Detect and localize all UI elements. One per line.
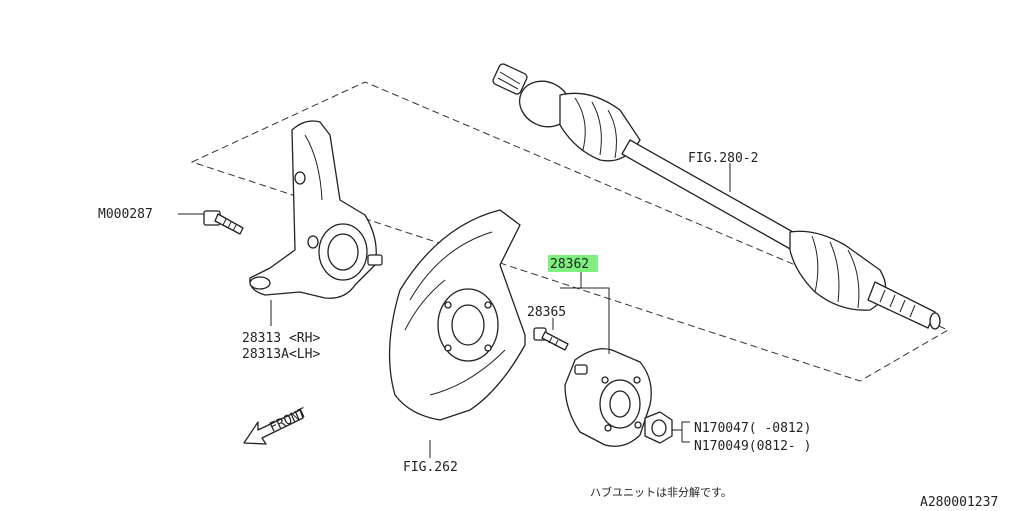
label-28313-rh: 28313 <RH> — [242, 331, 320, 346]
steering-knuckle — [249, 120, 383, 299]
assembly-boundary — [190, 81, 950, 382]
hub-unit — [564, 348, 652, 447]
label-28365: 28365 — [527, 305, 566, 320]
label-m000287: M000287 — [98, 207, 153, 222]
label-n170049: N170049(0812- ) — [694, 439, 811, 454]
label-fig-280-2: FIG.280-2 — [688, 151, 758, 166]
dust-cover — [388, 209, 526, 421]
drawing-id: A280001237 — [920, 495, 998, 510]
note-japanese: ハブユニットは非分解です。 — [590, 485, 732, 499]
front-arrow-icon — [243, 409, 304, 445]
leader-28362 — [580, 272, 610, 354]
hub-bolt-28365 — [533, 327, 569, 351]
leader-nut — [672, 421, 690, 431]
highlight-28362 — [548, 255, 598, 272]
label-front: FRONT — [267, 405, 309, 435]
drive-shaft — [492, 63, 941, 330]
axle-nut — [644, 411, 673, 444]
bolt-m000287 — [203, 210, 244, 235]
label-n170047: N170047( -0812) — [694, 421, 811, 436]
label-fig-262: FIG.262 — [403, 460, 458, 475]
label-28362: 28362 — [550, 257, 589, 272]
label-28313a-lh: 28313A<LH> — [242, 347, 320, 362]
